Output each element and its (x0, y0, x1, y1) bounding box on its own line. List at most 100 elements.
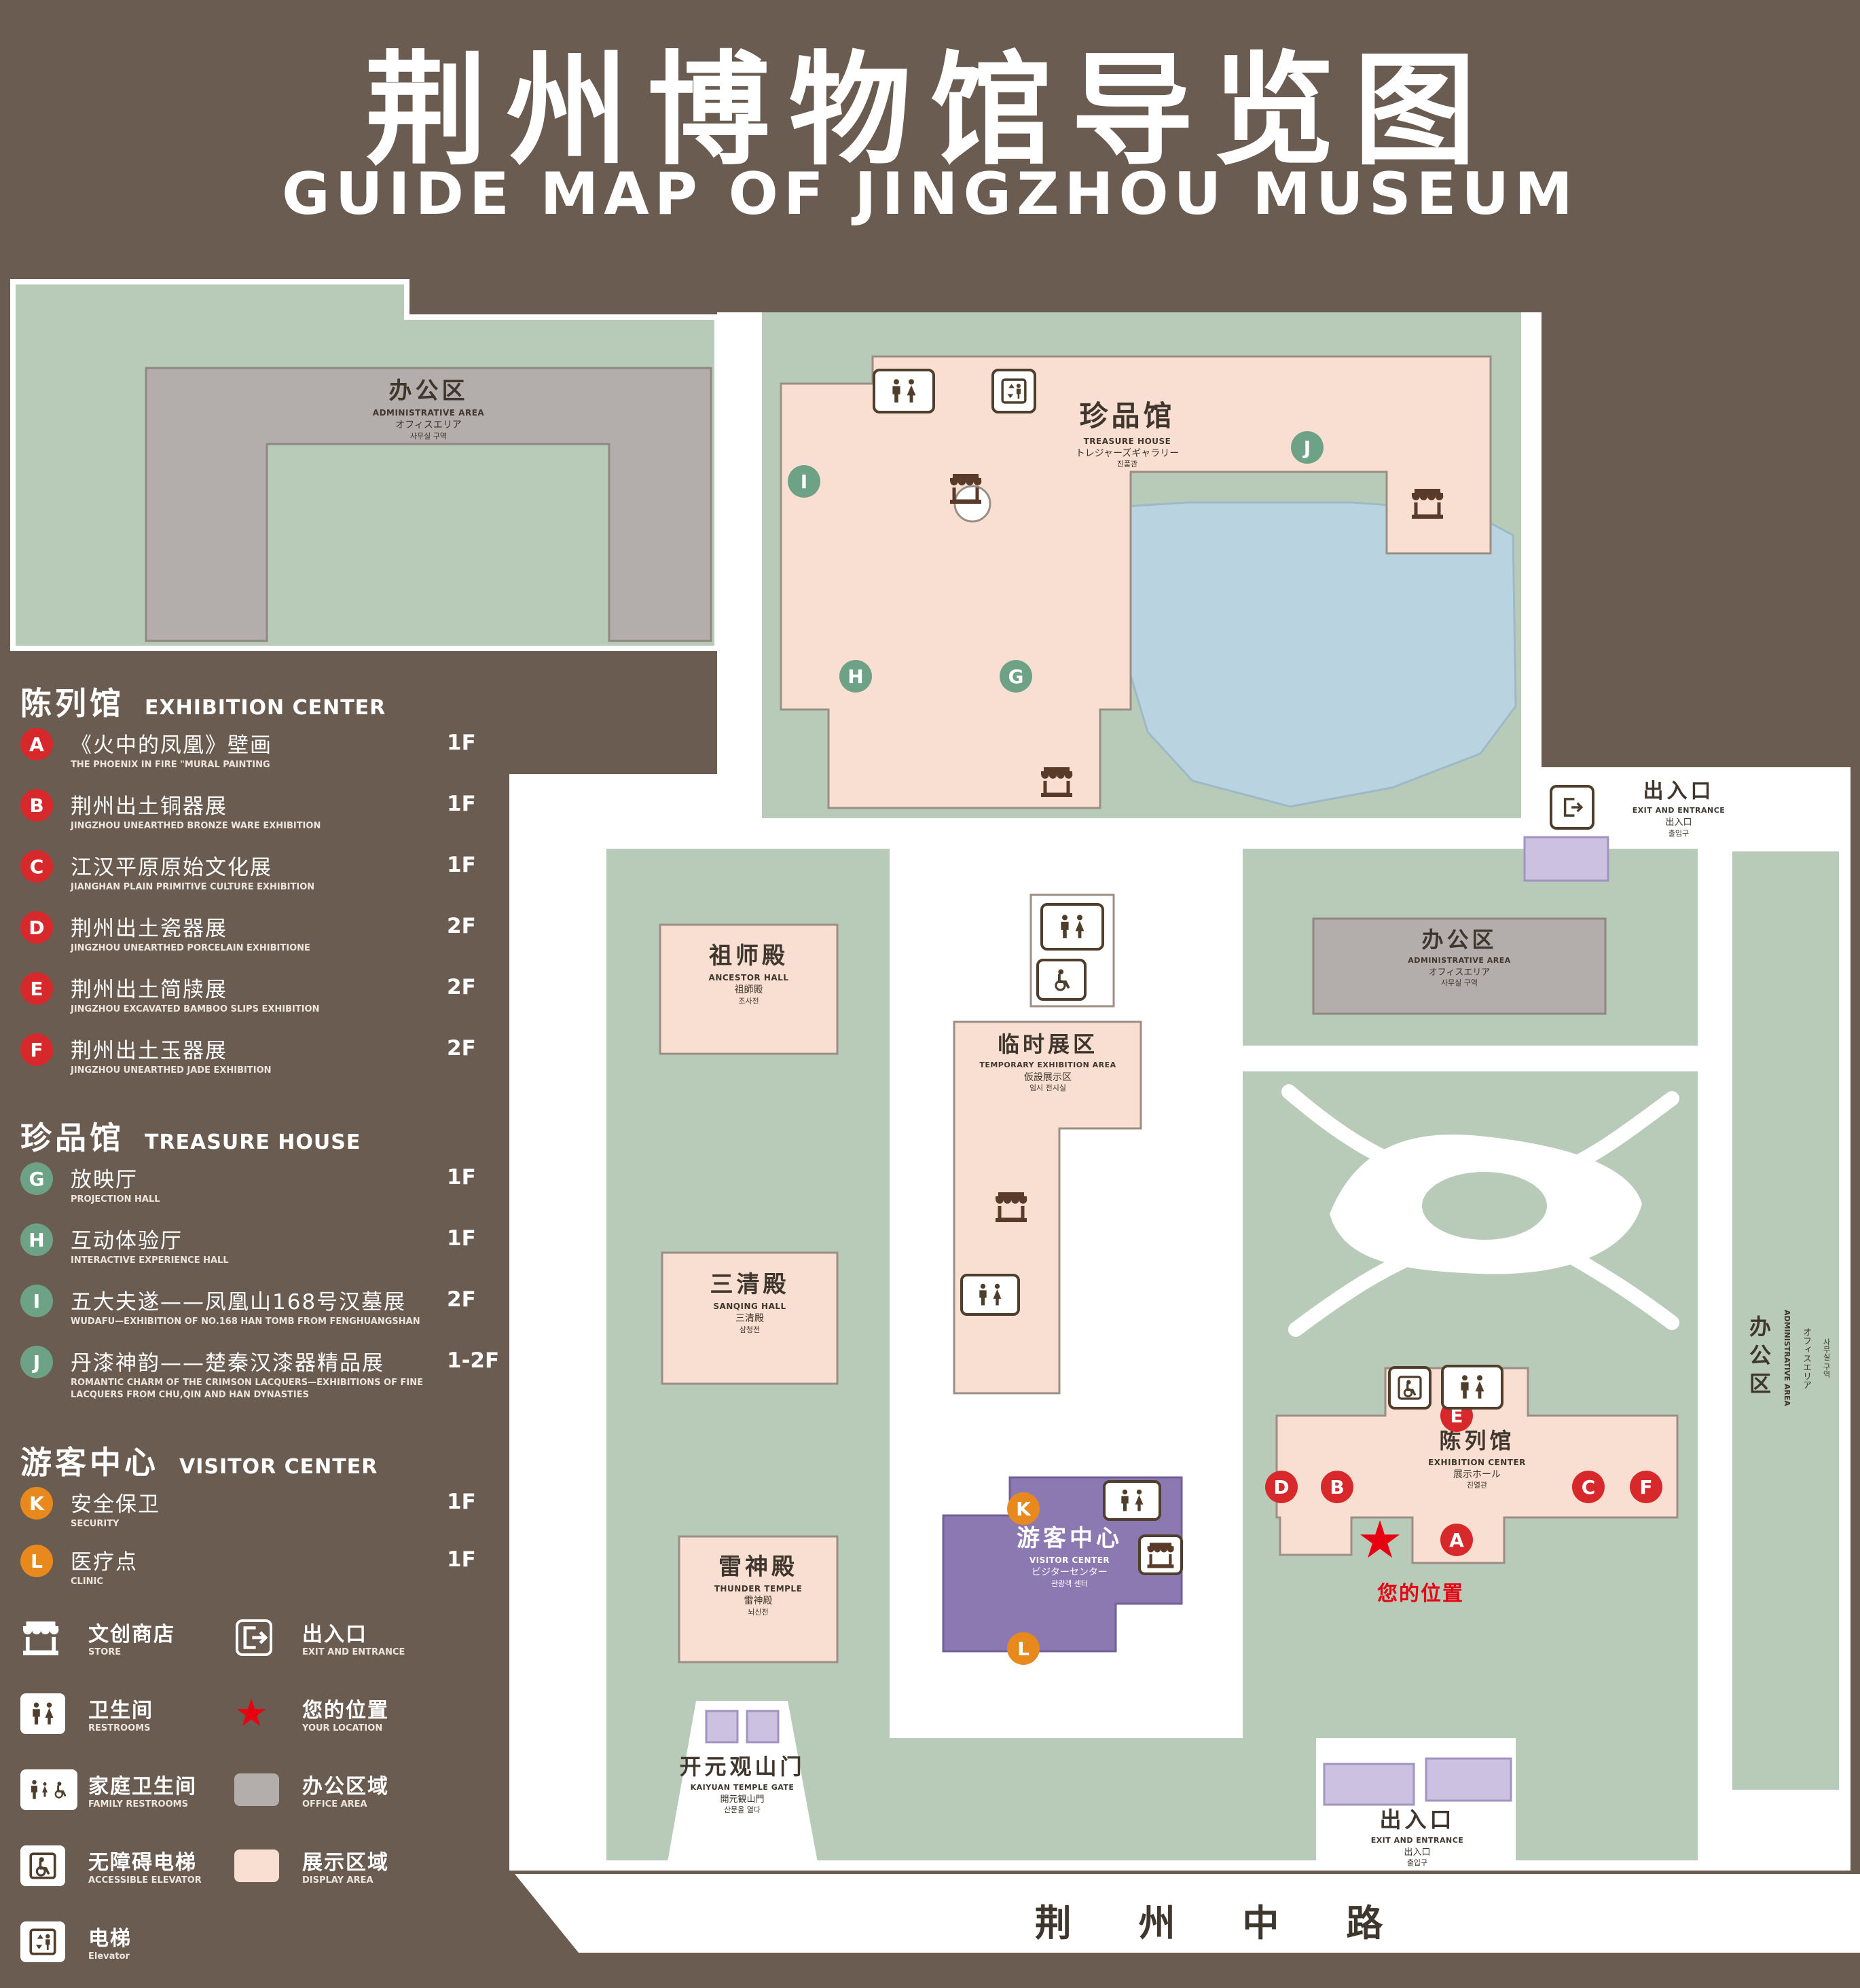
label-gate: 开元观山门 KAIYUAN TEMPLE GATE 開元観山門 산문을 열다 (640, 1754, 844, 1815)
legend-label-cn: 文创商店 (88, 1623, 175, 1646)
path-right-cross (1243, 1046, 1698, 1071)
label-admin-right-en: ADMINISTRATIVE AREA (1408, 955, 1511, 965)
item-name-cn: 荆州出土铜器展 (71, 794, 227, 819)
item-name-cn: 丹漆神韵——楚秦汉漆器精品展 (71, 1351, 384, 1376)
marker-G: G (1000, 660, 1032, 693)
building-treasure-house (780, 355, 1492, 809)
item-floor: 1F (447, 1165, 476, 1190)
label-admin-strip-cn: 办公区 (1746, 1315, 1772, 1401)
elevator-icon (991, 369, 1036, 413)
label-admin-strip-en: ADMINISTRATIVE AREA (1783, 1309, 1791, 1406)
legend-label-cn: 电梯 (88, 1927, 132, 1951)
south-exit-pavilion-right (1425, 1757, 1512, 1802)
legend-label-en: RESTROOMS (88, 1723, 151, 1733)
label-ancestor-hall: 祖师殿 ANCESTOR HALL 祖師殿 조사전 (660, 942, 837, 1006)
label-exhibition-kr: 진열관 (1466, 1481, 1488, 1490)
item-name-cn: 《火中的凤凰》壁画 (71, 733, 272, 758)
item-letter-badge: L (20, 1545, 53, 1577)
legend-label-cn: 您的位置 (302, 1699, 389, 1723)
accessible-elevator-icon (1388, 1366, 1432, 1410)
exit-icon (234, 1616, 291, 1659)
item-name-cn: 江汉平原原始文化展 (71, 855, 272, 880)
item-name-cn: 互动体验厅 (71, 1229, 183, 1253)
marker-L: L (1007, 1632, 1040, 1665)
legend-label-cn: 展示区域 (302, 1851, 389, 1875)
gate-pavilion-left (705, 1710, 739, 1744)
restroom-icon (1103, 1480, 1161, 1521)
label-admin-strip-jp: オフィスエリア (1801, 1327, 1811, 1389)
item-name-en: INTERACTIVE EXPERIENCE HALL (71, 1255, 229, 1266)
list-item-B: B 荆州出土铜器展 JINGZHOU UNEARTHED BRONZE WARE… (20, 789, 509, 850)
label-treasure-en: TREASURE HOUSE (1083, 436, 1171, 446)
accessible-restroom-icon (1036, 959, 1087, 1001)
item-name-en: THE PHOENIX IN FIRE "MURAL PAINTING (71, 760, 270, 770)
label-south-exit: 出入口 EXIT AND ENTRANCE 出入口 출입구 (1332, 1807, 1502, 1868)
marker-B: B (1321, 1471, 1353, 1503)
section-title-en: VISITOR CENTER (179, 1455, 378, 1479)
item-name-en: PROJECTION HALL (71, 1194, 160, 1204)
store-icon (1410, 487, 1445, 519)
marker-K: K (1007, 1492, 1040, 1525)
label-gate-kr: 산문을 열다 (723, 1805, 761, 1815)
legend-label-en: YOUR LOCATION (302, 1723, 383, 1733)
label-thunder-cn: 雷神殿 (718, 1553, 798, 1581)
label-east-exit-kr: 출입구 (1668, 828, 1690, 838)
south-exit-pavilion-left (1323, 1763, 1415, 1806)
display-swatch (234, 1844, 291, 1888)
label-temporary-jp: 仮設展示区 (1024, 1071, 1072, 1083)
restroom-icon (1040, 903, 1104, 951)
label-admin-right: 办公区 ADMINISTRATIVE AREA オフィスエリア 사무실 구역 (1313, 927, 1605, 988)
item-letter-badge: B (20, 789, 53, 822)
garden-island (1422, 1172, 1547, 1240)
gate-path (667, 1701, 818, 1866)
legend-label-cn: 无障碍电梯 (88, 1851, 197, 1875)
item-name-cn: 安全保卫 (71, 1492, 160, 1517)
your-location-label: 您的位置 (1377, 1582, 1464, 1606)
marker-A: A (1440, 1524, 1473, 1556)
item-name-cn: 荆州出土瓷器展 (71, 917, 227, 941)
label-sanqing-jp: 三清殿 (735, 1313, 764, 1325)
store-icon (948, 473, 983, 504)
legend-label-en: EXIT AND ENTRANCE (302, 1647, 405, 1657)
list-item-E: E 荆州出土简牍展 JINGZHOU EXCAVATED BAMBOO SLIP… (20, 972, 509, 1033)
marker-J: J (1291, 431, 1324, 464)
label-sanqing-cn: 三清殿 (710, 1271, 790, 1298)
label-south-exit-jp: 出入口 (1404, 1847, 1431, 1858)
legend-label-en: STORE (88, 1647, 122, 1657)
building-sanqing-hall (661, 1251, 839, 1385)
label-east-exit-jp: 出入口 (1665, 817, 1692, 828)
item-floor: 1F (447, 1490, 476, 1514)
item-letter-badge: A (20, 728, 53, 760)
item-name-cn: 荆州出土简牍展 (71, 978, 227, 1002)
list-item-L: L 医疗点 CLINIC 1F (20, 1545, 509, 1606)
label-admin-right-jp: オフィスエリア (1428, 967, 1491, 978)
your-location-star-icon: ★ (1357, 1509, 1404, 1570)
label-east-exit-en: EXIT AND ENTRANCE (1632, 806, 1726, 815)
item-floor: 2F (447, 975, 476, 999)
label-exhibition-en: EXHIBITION CENTER (1428, 1457, 1526, 1467)
item-letter-badge: D (20, 911, 53, 944)
label-temporary-kr: 임시 전시실 (1029, 1084, 1067, 1093)
restroom-icon (1441, 1365, 1503, 1410)
label-visitor-center: 游客中心 VISITOR CENTER ビジターセンター 관광객 센터 (971, 1525, 1168, 1589)
east-exit-pavilion (1523, 836, 1609, 882)
location-star-icon: ★ (234, 1691, 269, 1735)
legend-label-en: Elevator (88, 1951, 130, 1962)
label-south-exit-cn: 出入口 (1379, 1807, 1455, 1833)
exit-icon (1550, 785, 1594, 830)
building-ancestor-hall (659, 923, 839, 1055)
item-name-en: JINGZHOU UNEARTHED BRONZE WARE EXHIBITIO… (71, 821, 321, 831)
label-thunder-jp: 雷神殿 (744, 1596, 773, 1607)
office-swatch (234, 1768, 291, 1811)
item-name-cn: 医疗点 (71, 1550, 138, 1575)
garden-paths (1281, 1084, 1679, 1337)
label-sanqing-kr: 삼청전 (739, 1325, 761, 1334)
accessible-elevator-icon (20, 1844, 77, 1888)
item-letter-badge: H (20, 1223, 53, 1256)
marker-D: D (1265, 1471, 1298, 1503)
family-restroom-icon (20, 1768, 77, 1811)
label-ancestor-en: ANCESTOR HALL (708, 973, 789, 983)
